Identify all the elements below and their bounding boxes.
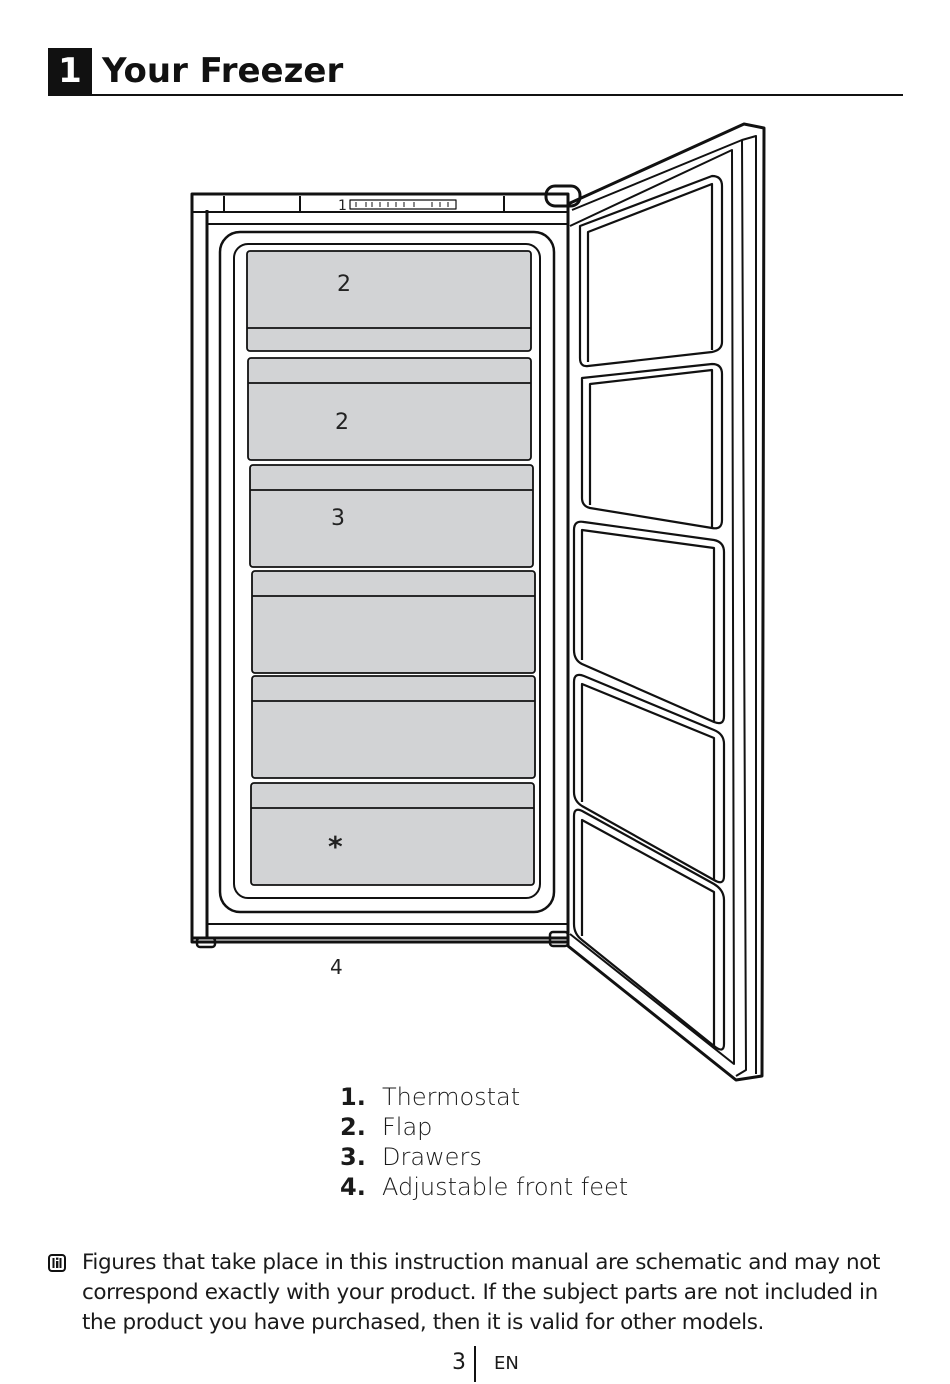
callout-optional: * xyxy=(328,830,343,863)
legend-item: 1. Thermostat xyxy=(340,1082,628,1112)
callout-drawers: 3 xyxy=(331,506,345,531)
door-bin-3 xyxy=(572,520,726,725)
drawer-1 xyxy=(249,464,534,568)
drawer-2 xyxy=(251,570,536,674)
drawer-3 xyxy=(251,675,536,779)
chapter-number: 1 xyxy=(48,48,92,94)
legend-item: 3. Drawers xyxy=(340,1142,628,1172)
legend-number: 1. xyxy=(340,1083,366,1111)
note-text: Figures that take place in this instruct… xyxy=(82,1250,881,1335)
legend-number: 4. xyxy=(340,1173,366,1201)
legend-text: Adjustable front feet xyxy=(382,1173,629,1201)
legend-number: 2. xyxy=(340,1113,366,1141)
thermostat-panel xyxy=(349,199,457,210)
legend-text: Thermostat xyxy=(382,1083,521,1111)
callout-thermostat: 1 xyxy=(338,198,347,214)
legend-number: 3. xyxy=(340,1143,366,1171)
callout-feet: 4 xyxy=(330,955,343,979)
page-footer: 3 EN xyxy=(0,1346,950,1382)
parts-legend: 1. Thermostat 2. Flap 3. Drawers 4. Adju… xyxy=(340,1082,628,1202)
door-bin-5 xyxy=(572,808,726,1051)
legend-item: 2. Flap xyxy=(340,1112,628,1142)
page-title: Your Freezer xyxy=(102,51,344,91)
chapter-header: 1 Your Freezer xyxy=(48,46,903,96)
info-icon xyxy=(48,1254,66,1272)
flap-panel-2 xyxy=(247,357,532,461)
callout-flap-1: 2 xyxy=(337,272,351,297)
door-outer xyxy=(566,122,766,1082)
drawer-4 xyxy=(250,782,535,886)
legend-text: Drawers xyxy=(382,1143,482,1171)
door-bin-2 xyxy=(580,362,724,530)
front-foot-left xyxy=(195,936,217,949)
door-bin-1 xyxy=(578,174,724,368)
page-number: 3 xyxy=(452,1350,466,1375)
door-bin-4 xyxy=(572,673,726,884)
legend-item: 4. Adjustable front feet xyxy=(340,1172,628,1202)
footer-divider xyxy=(474,1346,476,1382)
language-code: EN xyxy=(494,1353,519,1374)
flap-panel-1 xyxy=(246,250,532,352)
inner-liner xyxy=(218,230,556,914)
legend-text: Flap xyxy=(382,1113,433,1141)
callout-flap-2: 2 xyxy=(335,410,349,435)
